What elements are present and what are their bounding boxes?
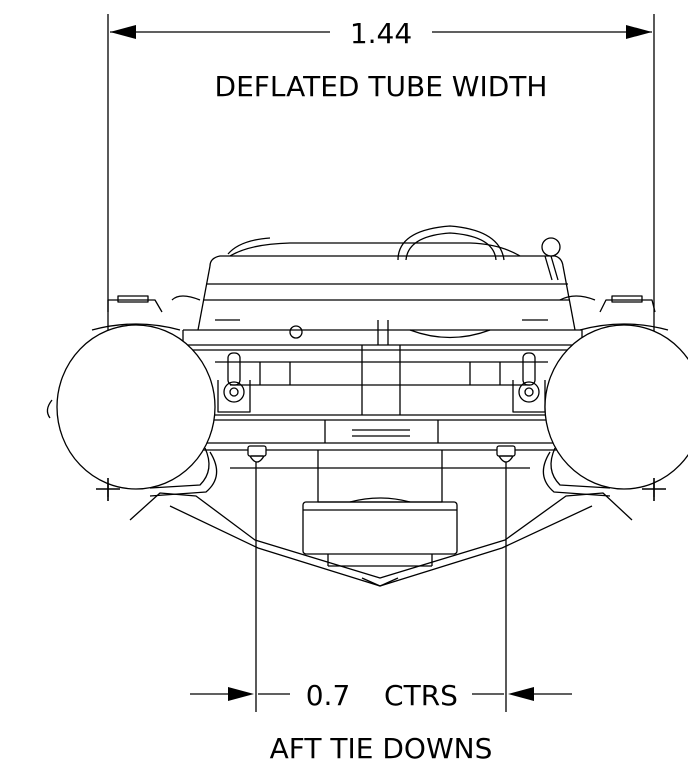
transom (178, 414, 585, 469)
boat-drawing (46, 225, 688, 587)
throttle-knob (541, 237, 561, 281)
bottom-arrow-right (508, 687, 534, 701)
seat-console (197, 237, 576, 331)
right-tie-down (496, 445, 516, 463)
left-tie-down (247, 445, 267, 463)
top-dimension-value: 1.44 (350, 17, 412, 50)
bottom-dimension (190, 462, 572, 712)
right-tube (542, 295, 688, 497)
left-bracket (217, 352, 251, 413)
tube-center-marks (96, 478, 666, 501)
bottom-dimension-unit: CTRS (384, 679, 458, 712)
left-tube (46, 295, 218, 497)
hull (129, 492, 633, 587)
bottom-arrow-left (228, 687, 254, 701)
gunwale (171, 295, 596, 415)
engine-block (302, 450, 458, 567)
bottom-dimension-caption: AFT TIE DOWNS (270, 732, 493, 765)
bottom-dimension-value: 0.7 (306, 679, 351, 712)
top-arrow-left (110, 25, 136, 39)
steering-wheel (397, 225, 505, 261)
top-dimension-caption: DEFLATED TUBE WIDTH (215, 70, 548, 103)
right-bracket (512, 352, 546, 413)
top-arrow-right (626, 25, 652, 39)
